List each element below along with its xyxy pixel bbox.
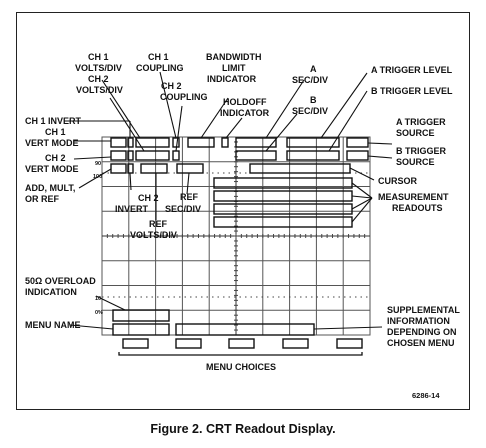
a-trigger-source-field [346, 137, 369, 148]
menu-choices-bracket [118, 352, 363, 356]
add-mult-ref-field [110, 163, 127, 174]
label-bandwidth-2: LIMIT [222, 63, 246, 73]
label-ch2-vert-mode-2: VERT MODE [25, 164, 79, 174]
label-ch2-invert-2: INVERT [115, 204, 149, 214]
ch1-volts-div-field [135, 137, 170, 148]
label-supplemental-4: CHOSEN MENU [387, 338, 455, 348]
measurement-readout-3 [213, 203, 353, 215]
mark-0pct: 0% [95, 310, 103, 316]
mark-90: 90 [95, 161, 101, 167]
mark-10: 10 [95, 296, 101, 302]
menu-choice-4 [282, 338, 309, 349]
label-b-trigger-source-2: SOURCE [396, 157, 435, 167]
menu-choice-1 [122, 338, 149, 349]
label-overload-2: INDICATION [25, 287, 77, 297]
ch2-invert-field [127, 150, 134, 161]
label-ch2-invert-1: CH 2 [138, 193, 159, 203]
label-ch1-coupling-1: CH 1 [148, 52, 169, 62]
b-trigger-level-field [286, 150, 340, 161]
label-a-sec-div-1: A [310, 64, 317, 74]
label-ch1-invert: CH 1 INVERT [25, 116, 82, 126]
ch2-volts-div-field [135, 150, 170, 161]
label-ch2-volts-div-2: VOLTS/DIV [76, 85, 123, 95]
label-a-trigger-source-1: A TRIGGER [396, 117, 446, 127]
label-ch1-volts-div-1: CH 1 [88, 52, 109, 62]
a-trigger-level-field [286, 137, 340, 148]
label-ch2-coupling-2: COUPLING [160, 92, 208, 102]
label-add-mult-1: ADD, MULT, [25, 183, 75, 193]
label-ch2-vert-mode-1: CH 2 [45, 153, 66, 163]
label-ch2-volts-div-1: CH 2 [88, 74, 109, 84]
label-bandwidth-1: BANDWIDTH [206, 52, 262, 62]
label-menu-choices: MENU CHOICES [206, 362, 276, 372]
ch2-vert-mode-field [110, 150, 127, 161]
label-b-sec-div-1: B [310, 95, 317, 105]
leader-lines [64, 71, 393, 330]
label-supplemental-3: DEPENDING ON [387, 327, 457, 337]
label-measurement-2: READOUTS [392, 203, 443, 213]
label-b-trigger-source-1: B TRIGGER [396, 146, 447, 156]
label-add-mult-2: OR REF [25, 194, 60, 204]
readout-fields [110, 137, 369, 349]
label-holdoff-1: HOLDOFF [223, 97, 267, 107]
label-ch1-coupling-2: COUPLING [136, 63, 184, 73]
cursor-field [249, 163, 351, 174]
label-cursor: CURSOR [378, 176, 418, 186]
label-a-trigger-source-2: SOURCE [396, 128, 435, 138]
overload-indicator-field [112, 309, 170, 322]
menu-choice-5 [336, 338, 363, 349]
label-ref-volts-div-2: VOLTS/DIV [130, 230, 177, 240]
supplemental-info-field [175, 323, 315, 336]
label-b-trigger-level: B TRIGGER LEVEL [371, 86, 453, 96]
label-ch1-vert-mode-2: VERT MODE [25, 138, 79, 148]
b-sec-div-field [235, 150, 277, 161]
label-measurement-1: MEASUREMENT [378, 192, 449, 202]
menu-choice-3 [228, 338, 255, 349]
a-sec-div-field [235, 137, 277, 148]
label-ref-sec-div-1: REF [180, 192, 199, 202]
holdoff-field [221, 137, 229, 148]
label-ch1-vert-mode-1: CH 1 [45, 127, 66, 137]
ch1-vert-mode-field [110, 137, 127, 148]
b-trigger-source-field [346, 150, 369, 161]
label-b-sec-div-2: SEC/DIV [292, 106, 328, 116]
ch2-coupling-field [172, 150, 180, 161]
label-a-sec-div-2: SEC/DIV [292, 75, 328, 85]
measurement-readout-4 [213, 216, 353, 228]
ref-sec-div-field [176, 163, 204, 174]
label-supplemental-2: INFORMATION [387, 316, 450, 326]
menu-name-field [112, 323, 170, 336]
menu-choice-2 [175, 338, 202, 349]
label-bandwidth-3: INDICATOR [207, 74, 257, 84]
label-overload-1: 50Ω OVERLOAD [25, 276, 96, 286]
label-ref-volts-div-1: REF [149, 219, 168, 229]
label-ref-sec-div-2: SEC/DIV [165, 204, 201, 214]
figure-id: 6286-14 [412, 391, 440, 400]
bandwidth-limit-field [187, 137, 215, 148]
label-ch1-volts-div-2: VOLTS/DIV [75, 63, 122, 73]
ref-volts-div-field [140, 163, 168, 174]
label-supplemental-1: SUPPLEMENTAL [387, 305, 460, 315]
figure-caption: Figure 2. CRT Readout Display. [150, 422, 336, 436]
label-holdoff-2: INDICATOR [220, 108, 270, 118]
label-a-trigger-level: A TRIGGER LEVEL [371, 65, 453, 75]
label-ch2-coupling-1: CH 2 [161, 81, 182, 91]
label-menu-name: MENU NAME [25, 320, 81, 330]
